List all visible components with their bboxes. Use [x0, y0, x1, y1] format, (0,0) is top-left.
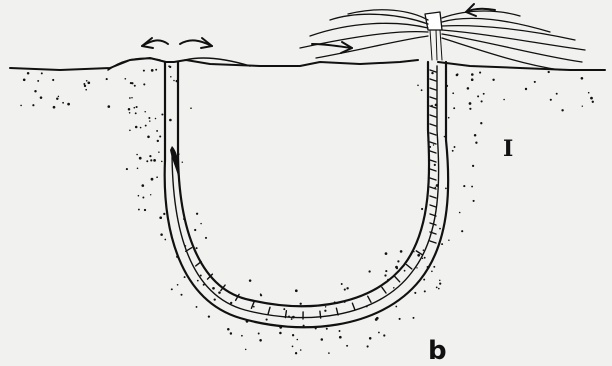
panel-letter-label: b [428, 336, 447, 366]
sediment-stipple [20, 65, 594, 354]
ground-surface-line [10, 58, 605, 70]
roman-numeral-label: I [503, 136, 513, 162]
burrow-annulations [186, 70, 436, 319]
feeding-tentacles [300, 10, 585, 70]
burrow-inner-wall [178, 62, 429, 306]
